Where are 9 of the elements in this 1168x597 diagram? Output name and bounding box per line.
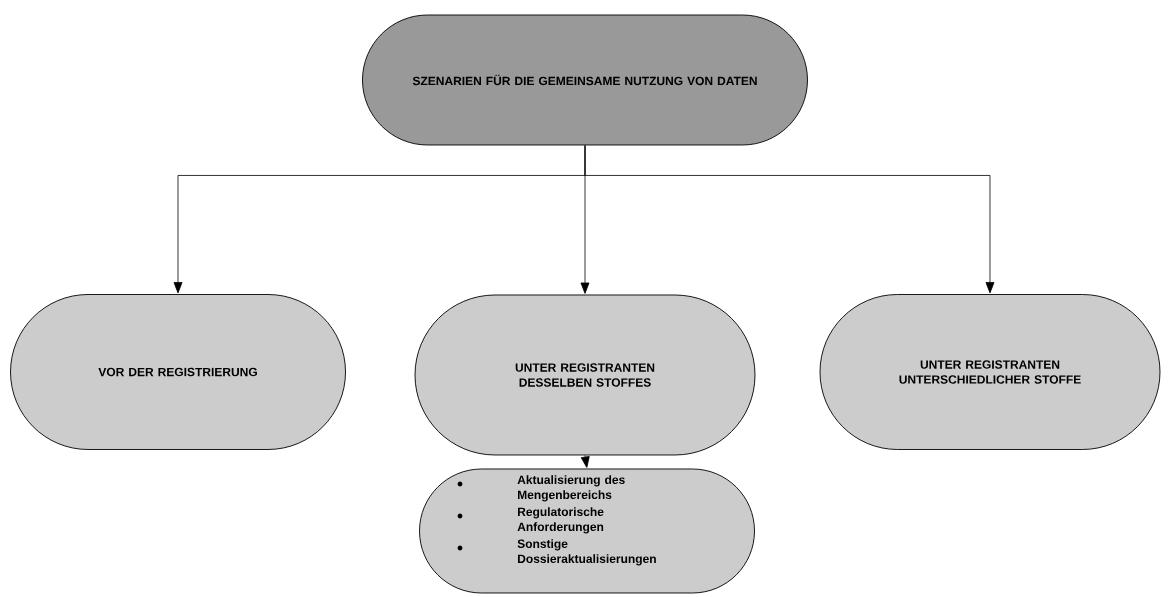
terminal-box: VOR DER REGISTRIERUNG xyxy=(10,294,346,450)
arrow xyxy=(584,145,995,294)
terminal-box: UNTER REGISTRANTEN DESSELBEN STOFFES xyxy=(414,294,756,456)
terminal-box: SZENARIEN FÜR DIE GEMEINSAME NUTZUNG VON DATEN xyxy=(362,14,808,146)
bullet-item: Regulatorische Anforderungen xyxy=(457,507,604,534)
bullet-item: Aktualisierung des Mengenbereichs xyxy=(457,475,625,502)
terminal-box: UNTER REGISTRANTEN UNTERSCHIEDLICHER STOFFE xyxy=(819,294,1161,450)
arrow xyxy=(580,455,590,468)
bullet-item: Sonstige Dossieraktualisierungen xyxy=(457,539,656,566)
